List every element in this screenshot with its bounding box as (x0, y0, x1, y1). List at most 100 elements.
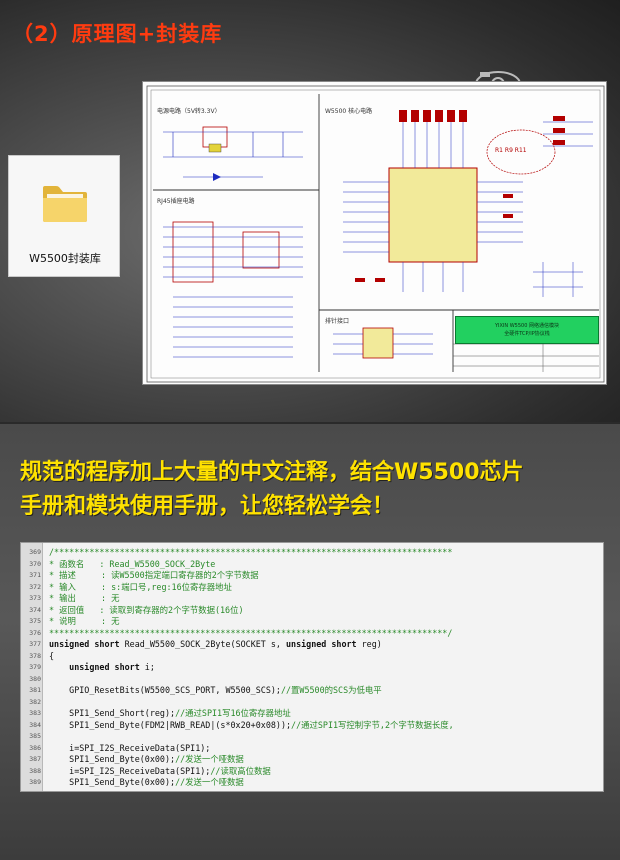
line-number: 373 (29, 594, 41, 602)
line-number: 381 (29, 686, 41, 694)
headline-line2: 手册和模块使用手册，让您轻松学会！ (20, 494, 395, 519)
title-block-line2: 全硬件TCP/IP协议栈 (504, 331, 550, 337)
code-line: 370 * 函数名 : Read_W5500_SOCK_2Byte (21, 559, 603, 570)
schematic-annotation: R1 R9 R11 (495, 147, 527, 154)
code-fragment: * 描述 : 读W5500指定端口寄存器的2个字节数据 (49, 570, 259, 580)
code-editor: 369/************************************… (20, 542, 604, 792)
folder-label: W5500封装库 (29, 252, 101, 265)
code-text: * 输出 : 无 (49, 593, 120, 604)
line-number: 377 (29, 640, 41, 648)
code-text: SPI1_Send_Byte(0x00);//发送一个哑数据 (49, 777, 244, 788)
line-number: 389 (29, 778, 41, 786)
code-line: 380 (21, 674, 603, 685)
section-title: （2）原理图+封装库 (12, 22, 223, 46)
code-text: { (49, 651, 54, 662)
code-text: unsigned short Read_W5500_SOCK_2Byte(SOC… (49, 639, 382, 650)
line-number: 380 (29, 674, 41, 683)
code-fragment: * 函数名 : Read_W5500_SOCK_2Byte (49, 558, 216, 569)
code-text: i=SPI_I2S_ReceiveData(SPI1);//读取高位数据 (49, 766, 271, 777)
code-line: 388 i=SPI_I2S_ReceiveData(SPI1);//读取高位数据 (21, 766, 603, 777)
line-number: 371 (29, 571, 41, 579)
code-text: /***************************************… (49, 547, 452, 558)
code-comment: //置W5500的SCS为低电平 (280, 685, 382, 695)
code-line: 379 unsigned short i; (21, 662, 603, 673)
code-text: SPI1_Send_Short(reg);//通过SPI1写16位寄存器地址 (49, 708, 291, 719)
code-fragment: ****************************************… (49, 627, 453, 638)
code-fragment: i; (139, 662, 155, 672)
code-line: 373 * 输出 : 无 (21, 593, 603, 604)
line-number: 372 (29, 582, 41, 591)
line-number: 374 (29, 605, 41, 614)
code-fragment: SPI1_Send_Short(reg); (49, 708, 176, 718)
schematic-drawing: R1 R9 R11 (146, 85, 605, 383)
keyword: unsigned short (49, 662, 140, 672)
code-line: 371 * 描述 : 读W5500指定端口寄存器的2个字节数据 (21, 570, 603, 581)
power-block-title: 电源电路（5V转3.3V） (157, 108, 221, 115)
line-number: 385 (29, 732, 41, 740)
code-fragment: SPI1_Send_Byte(FDM2|RWB_READ|(s*0x20+0x0… (49, 719, 292, 730)
line-number: 388 (29, 766, 41, 775)
schematic-panel: （2）原理图+封装库 W5500封装库 (0, 0, 620, 422)
code-fragment: SPI1_Send_Byte(0x00); (49, 754, 176, 764)
line-number: 375 (29, 617, 41, 625)
code-text: * 描述 : 读W5500指定端口寄存器的2个字节数据 (49, 570, 259, 581)
code-fragment: i=SPI_I2S_ReceiveData(SPI1); (49, 765, 211, 776)
code-line: 382 (21, 697, 603, 708)
line-number: 370 (29, 559, 41, 568)
keyword: unsigned short (286, 639, 357, 649)
code-fragment: GPIO_ResetBits(W5500_SCS_PORT, W5500_SCS… (49, 685, 281, 695)
code-comment: //通过SPI1写控制字节,2个字节数据长度, (291, 719, 454, 730)
line-number-gutter (21, 543, 43, 791)
code-comment: //读取高位数据 (210, 765, 271, 776)
line-number: 378 (29, 651, 41, 660)
code-line: 377 unsigned short Read_W5500_SOCK_2Byte(… (21, 639, 603, 650)
line-number: 382 (29, 697, 41, 706)
title-block-line1: YIXIN W5500 网络通信模块 (494, 323, 560, 329)
keyword: unsigned short (49, 639, 120, 649)
code-line: 389 SPI1_Send_Byte(0x00);//发送一个哑数据 (21, 777, 603, 788)
headline-line1: 规范的程序加上大量的中文注释，结合W5500芯片 (20, 460, 524, 485)
code-text: * 函数名 : Read_W5500_SOCK_2Byte (49, 559, 215, 570)
line-number: 387 (29, 755, 41, 763)
code-comment: //通过SPI1写16位寄存器地址 (175, 708, 291, 718)
code-panel: 规范的程序加上大量的中文注释，结合W5500芯片 手册和模块使用手册，让您轻松学… (0, 424, 620, 860)
line-number: 384 (29, 720, 41, 729)
code-text: ****************************************… (49, 628, 452, 639)
code-fragment: SPI1_Send_Byte(0x00); (49, 777, 176, 787)
code-line: 385 (21, 731, 603, 742)
code-line: 381 GPIO_ResetBits(W5500_SCS_PORT, W5500… (21, 685, 603, 696)
line-number: 386 (29, 743, 41, 752)
code-fragment: reg) (356, 639, 382, 649)
line-number: 376 (29, 628, 41, 637)
title-block: YIXIN W5500 网络通信模块 全硬件TCP/IP协议栈 (455, 316, 599, 344)
code-line: 386 i=SPI_I2S_ReceiveData(SPI1); (21, 743, 603, 754)
code-fragment: i=SPI_I2S_ReceiveData(SPI1); (49, 742, 211, 753)
code-line: 375 * 说明 : 无 (21, 616, 603, 627)
code-text: unsigned short i; (49, 662, 155, 673)
rj45-block-title: RJ45插座电路 (157, 198, 195, 205)
code-line: 384 SPI1_Send_Byte(FDM2|RWB_READ|(s*0x20… (21, 720, 603, 731)
code-text: SPI1_Send_Byte(FDM2|RWB_READ|(s*0x20+0x0… (49, 720, 454, 731)
code-text: GPIO_ResetBits(W5500_SCS_PORT, W5500_SCS… (49, 685, 382, 696)
code-line: 376 *************************************… (21, 628, 603, 639)
folder-card[interactable]: W5500封装库 (8, 155, 120, 277)
code-comment: //发送一个哑数据 (175, 777, 244, 787)
code-line: 369/************************************… (21, 547, 603, 558)
code-text: i=SPI_I2S_ReceiveData(SPI1); (49, 743, 210, 754)
code-line: 372 * 输入 : s:端口号,reg:16位寄存器地址 (21, 582, 603, 593)
code-text: * 返回值 : 读取到寄存器的2个字节数据(16位) (49, 605, 244, 616)
code-fragment: * 说明 : 无 (49, 616, 120, 626)
code-comment: //发送一个哑数据 (175, 754, 244, 764)
code-text: * 说明 : 无 (49, 616, 120, 627)
header-block-title: 排针接口 (325, 318, 350, 325)
code-fragment: { (49, 650, 55, 661)
code-line: 378 { (21, 651, 603, 662)
code-text: * 输入 : s:端口号,reg:16位寄存器地址 (49, 582, 232, 593)
folder-icon (43, 186, 87, 222)
code-fragment: * 输出 : 无 (49, 593, 120, 603)
core-block-title: W5500 核心电路 (325, 108, 373, 115)
code-fragment: * 返回值 : 读取到寄存器的2个字节数据(16位) (49, 604, 244, 615)
schematic-image: R1 R9 R11 电源电路（5V转3.3V） W5500 核心电路 RJ45插… (142, 81, 607, 385)
line-number: 383 (29, 709, 41, 717)
code-line: 383 SPI1_Send_Short(reg);//通过SPI1写16位寄存器… (21, 708, 603, 719)
